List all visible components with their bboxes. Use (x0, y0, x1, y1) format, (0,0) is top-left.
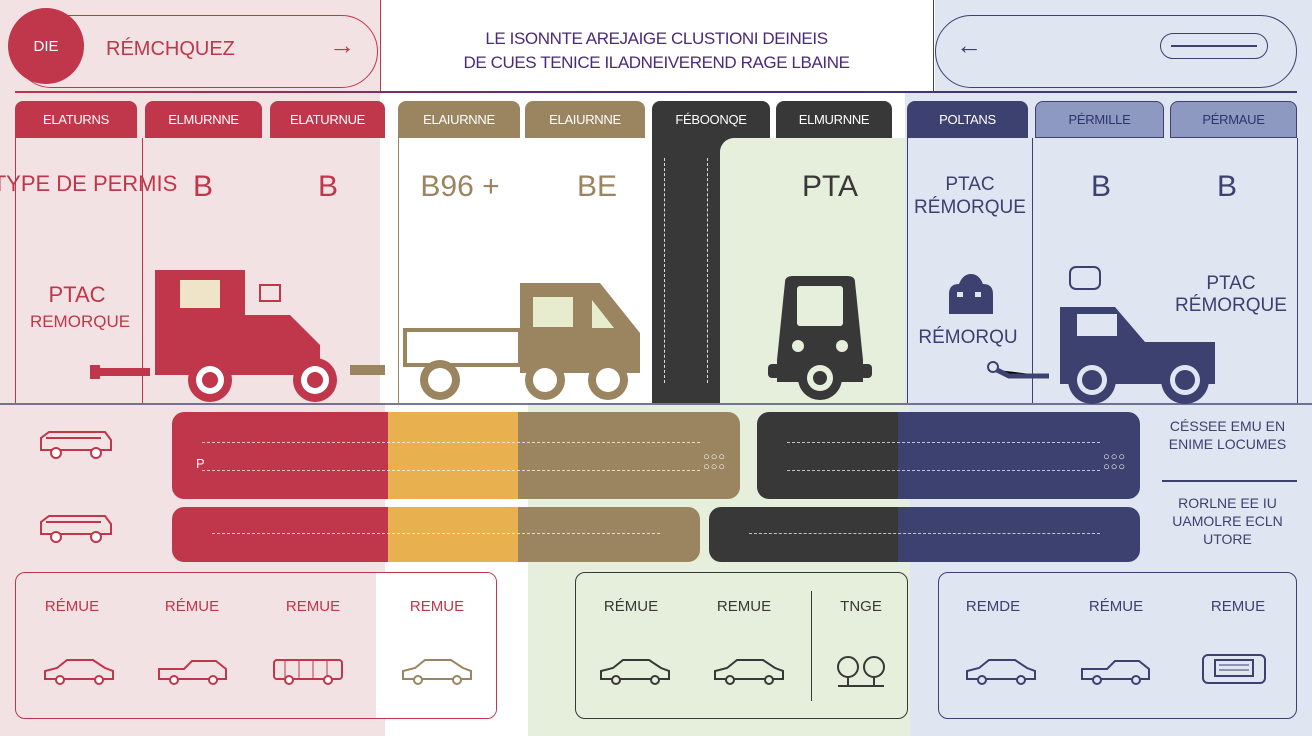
tab-1[interactable]: ELATURNS (15, 101, 137, 138)
permit-b: B (192, 170, 214, 203)
tan-flatbed-truck-icon (403, 283, 640, 400)
range-bar-left-1[interactable]: P ○○○○○○ (172, 412, 740, 499)
band-corner (720, 138, 740, 158)
car-icon (600, 659, 670, 685)
tab-2[interactable]: ELMURNNE (145, 101, 262, 138)
note-2: RORLNE EE IU UAMOLRE ECLN UTORE (1172, 495, 1283, 547)
tree-icon (837, 656, 885, 687)
ptac-remorque-label: PTAC RÉMORQUE (914, 174, 1026, 218)
dark-van-front-icon (768, 276, 872, 400)
card-label[interactable]: RÉMUE (44, 598, 100, 615)
arrow-right-icon[interactable]: → (329, 30, 355, 60)
tab-10[interactable]: PÉRMAUE (1170, 101, 1297, 138)
ptac-label: PTAC (1206, 273, 1256, 294)
card-group-left: RÉMUE RÉMUE REMUE REMUE (15, 572, 497, 719)
nav-pill[interactable]: ← (935, 15, 1297, 88)
divider (380, 0, 381, 92)
pickup-icon (158, 660, 227, 685)
car-icon (714, 659, 784, 685)
card-group-middle: RÉMUE REMUE TNGE (575, 572, 908, 719)
search-pill[interactable]: RÉMCHQUEZ → (15, 15, 378, 88)
card-label[interactable]: RÉMUE (603, 598, 659, 615)
tab-7[interactable]: ELMURNNE (776, 101, 892, 138)
remorque-label: RÉMORQUE (1175, 295, 1287, 316)
tab-6[interactable]: FÉBOONQE (652, 101, 770, 138)
car-icon (402, 659, 472, 685)
divider (398, 138, 399, 403)
divider (142, 138, 143, 403)
range-bar-right-1[interactable]: ○○○○○○ (757, 412, 1140, 499)
van-icon (40, 431, 112, 459)
bar-label: P (196, 456, 205, 471)
page-title: LE ISONNTE AREJAIGE CLUSTIONI DEINEIS DE… (380, 27, 933, 75)
car-icon (966, 659, 1036, 685)
range-bar-left-2[interactable] (172, 507, 700, 562)
card-highlight (376, 573, 496, 718)
tab-4[interactable]: ELAIURNNE (398, 101, 520, 138)
bus-icon (273, 659, 343, 685)
house-icon (949, 274, 993, 314)
divider (1032, 138, 1033, 403)
pickup-icon (1081, 660, 1150, 685)
card-label[interactable]: REMUE (285, 598, 341, 615)
section-divider (0, 403, 1312, 405)
remorque-label: REMORQUE (29, 312, 131, 331)
permit-b: B (1090, 170, 1112, 203)
tab-5[interactable]: ELAIURNNE (525, 101, 645, 138)
card-label[interactable]: REMUE (1210, 598, 1266, 615)
divider (907, 138, 908, 403)
remorqu-label: RÉMORQU (918, 327, 1018, 348)
dots-icon: ○○○○○○ (1103, 451, 1126, 473)
tab-3[interactable]: ELATURNUE (270, 101, 385, 138)
dark-band (652, 138, 720, 403)
permit-be: BE (576, 170, 618, 203)
permit-b: B (1216, 170, 1238, 203)
dashed-frame (664, 158, 708, 383)
card-label[interactable]: REMUE (716, 598, 772, 615)
card-label[interactable]: REMUE (409, 598, 465, 615)
arrow-left-icon[interactable]: ← (956, 30, 982, 60)
title-line: DE CUES TENICE ILADNEIVEREND RAGE LBAINE (463, 53, 850, 72)
pill-label: RÉMCHQUEZ (106, 38, 235, 60)
header-divider (15, 91, 1297, 93)
badge-circle[interactable]: DIE (8, 8, 84, 84)
type-permis-label: TYPE DE PERMIS (0, 171, 178, 196)
divider (933, 0, 934, 92)
divider (811, 591, 812, 701)
permit-b96: B96 + (420, 170, 500, 203)
car-icon (44, 659, 114, 685)
card-label[interactable]: RÉMUE (1088, 598, 1144, 615)
card-label[interactable]: TNGE (840, 598, 882, 615)
dots-icon: ○○○○○○ (703, 451, 726, 473)
card-group-right: REMDE RÉMUE REMUE (938, 572, 1297, 719)
title-line: LE ISONNTE AREJAIGE CLUSTIONI DEINEIS (485, 29, 828, 48)
red-truck-trailer-icon (90, 270, 385, 402)
permit-pta: PTA (801, 170, 859, 203)
permit-b: B (317, 170, 339, 203)
ptac-label: PTAC (48, 282, 106, 307)
divider (15, 138, 16, 403)
card-label[interactable]: RÉMUE (164, 598, 220, 615)
navy-pickup-truck-icon (987, 266, 1215, 404)
note-1: CÉSSEE EMU EN ENIME LOCUMES (1168, 418, 1287, 452)
divider (1297, 138, 1298, 403)
tab-8[interactable]: POLTANS (907, 101, 1028, 138)
toggle-icon[interactable] (1160, 33, 1268, 59)
tab-9[interactable]: PÉRMILLE (1035, 101, 1164, 138)
van-icon (40, 515, 112, 543)
divider (1162, 480, 1297, 482)
range-bar-right-2[interactable] (709, 507, 1140, 562)
card-label[interactable]: REMDE (965, 598, 1021, 615)
trailer-front-icon (1202, 654, 1266, 684)
